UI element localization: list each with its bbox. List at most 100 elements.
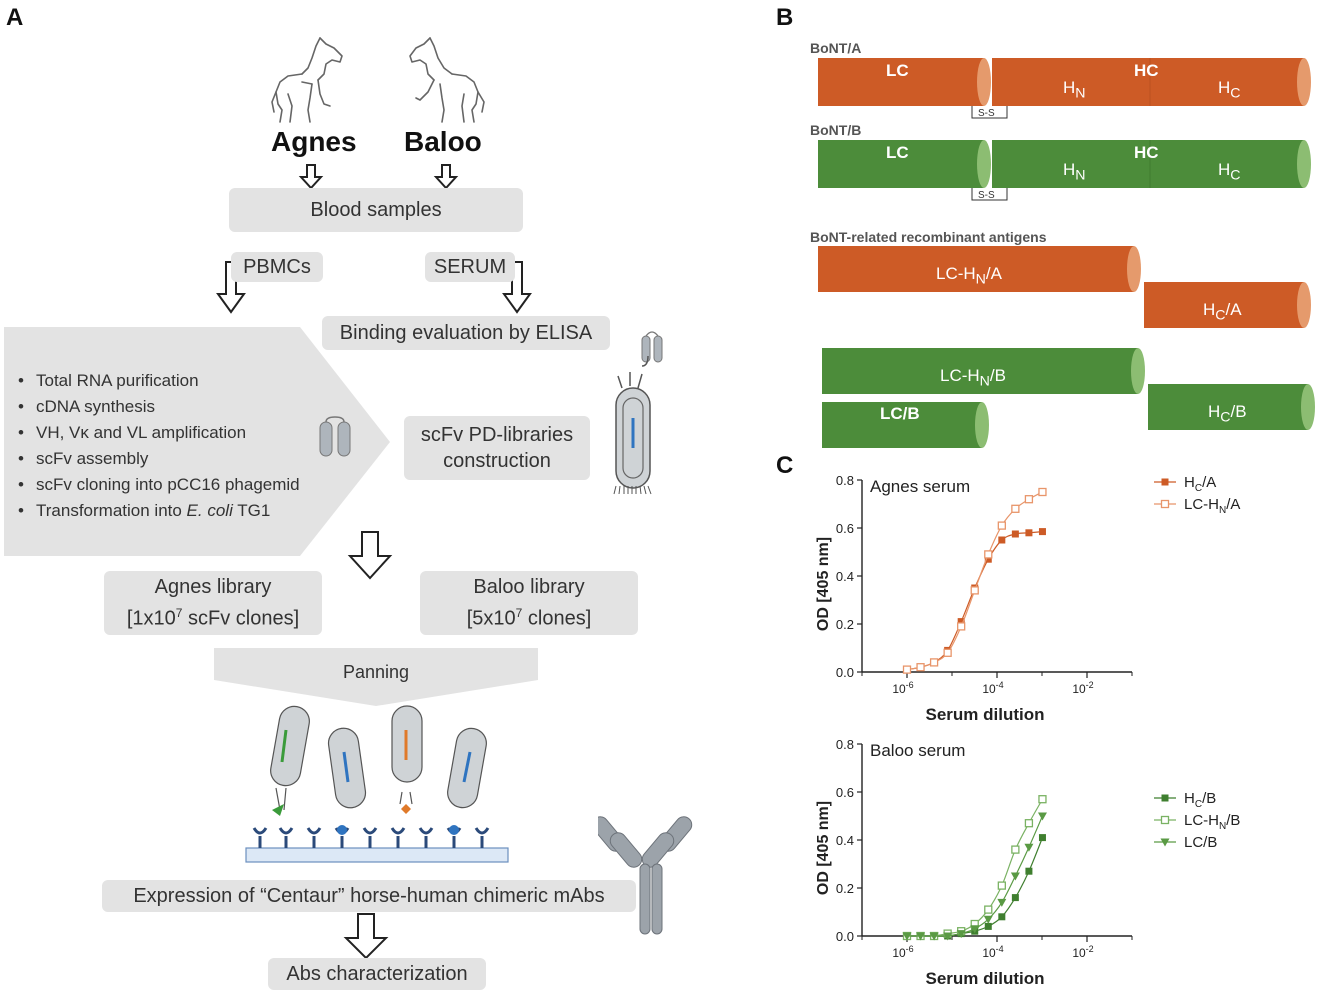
hc-b-label: HC/B	[1208, 402, 1247, 425]
pbmcs-label: PBMCs	[243, 256, 311, 278]
x-tick-label: 10-2	[1072, 680, 1093, 696]
legend-label: HC/A	[1184, 474, 1216, 494]
panel-letter-a: A	[6, 4, 24, 31]
data-point	[984, 922, 992, 930]
bont-a-hcsub-sub: C	[1230, 85, 1241, 102]
bont-b-hn-label: HN	[1063, 160, 1086, 183]
baloo-library-box: Baloo library [5x107 clones]	[420, 571, 638, 635]
antibody-icon	[598, 816, 693, 935]
horse-name-agnes: Agnes	[271, 126, 357, 157]
agnes-library-box: Agnes library [1x107 scFv clones]	[104, 571, 322, 635]
arrow-down-icon	[433, 164, 459, 190]
bont-a-disulfide-label: S-S	[978, 108, 995, 119]
lc-hn-a-sub: N	[975, 271, 986, 288]
baloo-library-size-base: [5x10	[466, 607, 516, 630]
bont-a-lc-label: LC	[886, 61, 909, 80]
step6-post: TG1	[232, 501, 271, 520]
data-point	[970, 925, 980, 934]
bont-a-hcsub-main: H	[1218, 78, 1231, 97]
data-point	[970, 586, 979, 595]
y-tick-label: 0.6	[836, 521, 854, 536]
bont-b-hcsub-sub: C	[1230, 167, 1241, 184]
baloo-library-size: [5x107 clones]	[467, 600, 592, 632]
characterization-box: Abs characterization	[268, 958, 486, 990]
bont-a-hc-label: HC	[1134, 61, 1159, 80]
y-tick-label: 0.6	[836, 785, 854, 800]
data-point	[983, 915, 993, 924]
step6-italic: E. coli	[186, 501, 233, 520]
series-1	[902, 487, 1047, 674]
data-point	[1038, 528, 1046, 536]
phagemid-icon	[319, 416, 351, 457]
data-point	[984, 905, 993, 914]
chart-title: Baloo serum	[870, 741, 965, 760]
library-construction-box: scFv PD-libraries construction	[404, 416, 590, 480]
lc-hn-a-tail: /A	[985, 264, 1002, 283]
bont-b-lc-label: LC	[886, 143, 909, 162]
lc-hn-a-label: LC-HN/A	[936, 264, 1002, 287]
hc-a-sub: C	[1215, 307, 1226, 324]
lc-hn-b-tail: /B	[989, 366, 1006, 385]
legend-marker	[1161, 478, 1169, 486]
data-point	[1024, 843, 1034, 852]
arrow-down-icon	[502, 261, 532, 314]
x-tick-label: 10-2	[1072, 944, 1093, 960]
data-point	[916, 932, 926, 941]
bont-b-hn-main: H	[1063, 160, 1076, 179]
data-point	[1010, 872, 1020, 881]
y-tick-label: 0.0	[836, 665, 854, 680]
hc-b-sub: C	[1220, 409, 1231, 426]
series-0	[903, 528, 1046, 674]
x-tick-label: 10-6	[892, 944, 913, 960]
bont-b-label: BoNT/B	[810, 122, 862, 138]
series-line	[906, 531, 1043, 671]
process-step: scFv cloning into pCC16 phagemid	[10, 472, 300, 498]
process-step: cDNA synthesis	[10, 394, 300, 420]
characterization-label: Abs characterization	[286, 963, 468, 985]
data-point	[902, 665, 912, 674]
bont-a-hn-main: H	[1063, 78, 1076, 97]
y-tick-label: 0.2	[836, 881, 854, 896]
bont-a-hn-sub: N	[1075, 85, 1086, 102]
library-construction-line2: construction	[443, 450, 551, 472]
expression-box: Expression of “Centaur” horse-human chim…	[102, 880, 636, 912]
agnes-library-size-base: [1x10	[126, 607, 176, 630]
hc-a-main: H	[1203, 300, 1216, 319]
bont-b-disulfide-label: S-S	[978, 190, 995, 201]
serum-box: SERUM	[425, 252, 515, 282]
x-axis-title: Serum dilution	[926, 705, 1045, 724]
y-tick-label: 0.8	[836, 473, 854, 488]
series-line	[907, 815, 1044, 937]
y-axis-title: OD [405 nm]	[815, 801, 832, 895]
baloo-library-size-tail: clones]	[522, 607, 592, 630]
data-point	[929, 932, 939, 941]
library-construction-line1: scFv PD-libraries	[420, 424, 574, 446]
data-point	[916, 663, 925, 672]
baloo-library-size-exp: 7	[515, 606, 523, 621]
data-point	[998, 913, 1006, 921]
data-point	[929, 658, 939, 667]
process-step: scFv assembly	[10, 446, 300, 472]
series-line	[906, 491, 1043, 671]
elisa-label: Binding evaluation by ELISA	[339, 322, 593, 344]
horse-name-baloo: Baloo	[404, 126, 482, 157]
data-point	[943, 648, 952, 657]
data-point	[1024, 819, 1034, 828]
legend-marker	[1160, 499, 1170, 509]
series-line	[907, 798, 1043, 937]
legend-label: HC/B	[1184, 790, 1216, 810]
panning-funnel	[214, 648, 538, 706]
agnes-library-size-exp: 7	[175, 606, 183, 621]
data-point	[1025, 529, 1033, 537]
hc-a-bar	[1144, 282, 1311, 328]
blood-samples-label: Blood samples	[310, 199, 442, 221]
data-point	[997, 521, 1006, 530]
recombinant-label: BoNT-related recombinant antigens	[810, 229, 1047, 245]
data-point	[957, 618, 965, 626]
data-point	[902, 932, 912, 941]
data-point	[1025, 867, 1033, 875]
bont-b-lc-bar	[818, 140, 991, 188]
hc-a-label: HC/A	[1203, 300, 1242, 323]
legend-label: LC/B	[1184, 834, 1217, 851]
lc-hn-b-main: LC-H	[940, 366, 980, 385]
